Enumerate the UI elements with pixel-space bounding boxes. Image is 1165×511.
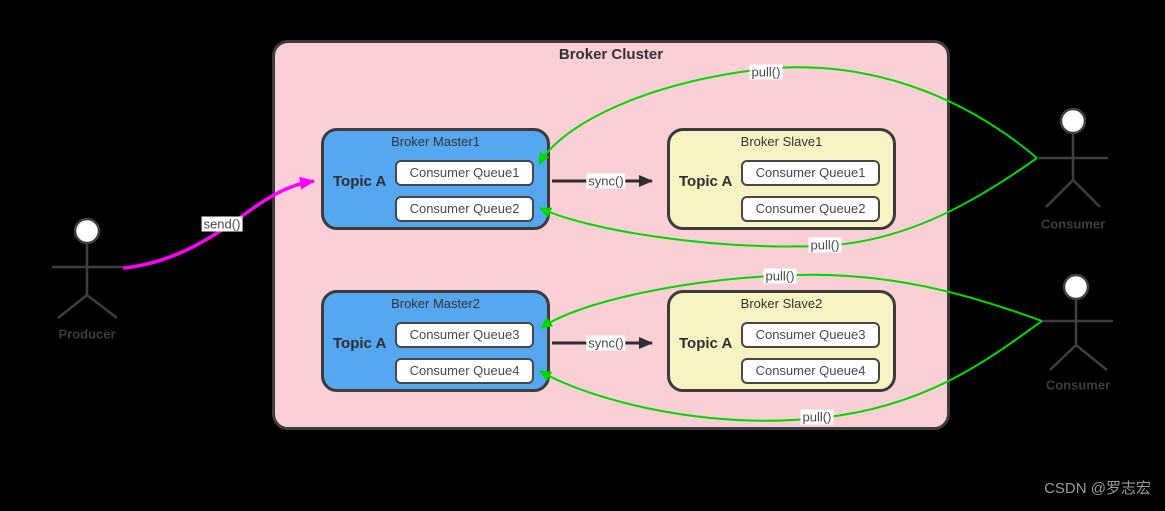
broker-master1-title: Broker Master1 [391, 134, 480, 149]
watermark: CSDN @罗志宏 [1044, 480, 1151, 497]
sync-label-1: sync() [586, 173, 626, 189]
pull-label-3: pull() [763, 268, 797, 284]
consumer-queue1-master1: Consumer Queue1 [395, 160, 534, 186]
consumer-queue2-slave1: Consumer Queue2 [741, 196, 880, 222]
pull-arrow-2 [539, 157, 1038, 248]
broker-slave2-title: Broker Slave2 [740, 296, 823, 311]
producer-actor-icon [52, 217, 123, 319]
consumer-queue4-master2: Consumer Queue4 [395, 358, 534, 384]
broker-master2-topic: Topic A [333, 335, 387, 352]
consumer-queue2-master1: Consumer Queue2 [395, 196, 534, 222]
send-label: send() [201, 216, 243, 232]
producer-label: Producer [58, 326, 116, 342]
broker-slave1-box: Broker Slave1 Topic A Consumer Queue1 Co… [667, 128, 896, 230]
consumer-queue3-master2: Consumer Queue3 [395, 322, 534, 348]
consumer-queue3-slave2: Consumer Queue3 [741, 322, 880, 348]
consumer2-actor-icon [1042, 273, 1113, 371]
broker-slave2-topic: Topic A [679, 335, 733, 352]
broker-slave1-title: Broker Slave1 [740, 134, 823, 149]
broker-slave2-box: Broker Slave2 Topic A Consumer Queue3 Co… [667, 290, 896, 392]
sync-label-2: sync() [586, 335, 626, 351]
consumer1-actor-icon [1038, 107, 1108, 208]
broker-master1-box: Broker Master1 Topic A Consumer Queue1 C… [321, 128, 550, 230]
send-arrow [122, 176, 315, 270]
pull-arrow-1 [538, 66, 1038, 165]
consumer1-label: Consumer [1040, 216, 1106, 232]
pull-label-4: pull() [800, 409, 834, 425]
pull-label-1: pull() [749, 64, 783, 80]
broker-master2-box: Broker Master2 Topic A Consumer Queue3 C… [321, 290, 550, 392]
cluster-title: Broker Cluster [558, 46, 664, 63]
broker-slave1-topic: Topic A [679, 173, 733, 190]
pull-label-2: pull() [808, 237, 842, 253]
broker-master2-title: Broker Master2 [391, 296, 480, 311]
broker-master1-topic: Topic A [333, 173, 387, 190]
consumer2-label: Consumer [1045, 377, 1111, 393]
consumer-queue4-slave2: Consumer Queue4 [741, 358, 880, 384]
consumer-queue1-slave1: Consumer Queue1 [741, 160, 880, 186]
